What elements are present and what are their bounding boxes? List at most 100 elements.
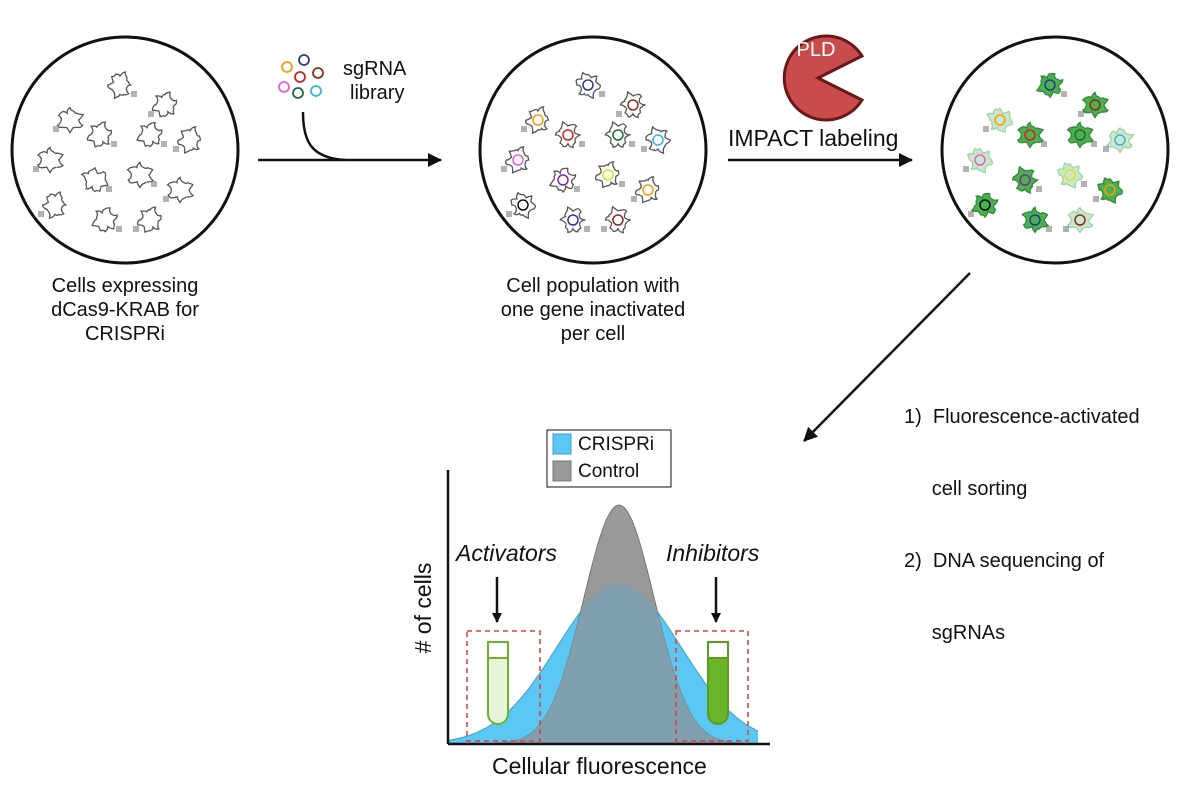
sgrna-marker [1104, 184, 1116, 196]
cell [136, 121, 167, 148]
library-label-line: library [350, 82, 405, 104]
sgrna-dot [294, 71, 306, 83]
step-line: sgRNAs [904, 622, 1006, 644]
cell [38, 191, 67, 220]
legend-label-crispri: CRISPRi [578, 434, 655, 455]
cell [1063, 206, 1095, 234]
sgrna-marker [612, 214, 624, 226]
sgrna-dot [292, 87, 304, 99]
cells-group-1 [33, 71, 202, 234]
library-label: sgRNA library [343, 57, 423, 105]
sgrna-marker [1089, 99, 1101, 111]
cell [554, 120, 585, 149]
activators-tube-icon [487, 641, 509, 725]
library-merge-line [301, 111, 346, 162]
sgrna-marker [1024, 129, 1036, 141]
sgrna-marker [1064, 169, 1076, 181]
sgrna-marker [1019, 174, 1031, 186]
cells-circle [10, 35, 240, 265]
sgrna-marker [1044, 79, 1056, 91]
cells-group-2 [501, 71, 672, 234]
sgrna-dot [310, 85, 322, 97]
sgrna-marker [557, 174, 569, 186]
pld-label: PLD [797, 39, 836, 61]
cell [616, 90, 646, 119]
cell [133, 206, 162, 234]
step-line: 2) DNA sequencing of [904, 550, 1105, 572]
legend-swatch-control [552, 460, 572, 482]
legend-swatch-crispri [552, 433, 572, 455]
series-overlap-area [448, 583, 758, 744]
sgrna-marker [1029, 214, 1041, 226]
library-label-line: sgRNA [343, 58, 407, 80]
sgrna-marker [1114, 134, 1126, 146]
cell [594, 161, 625, 189]
labeled-circle [940, 35, 1170, 265]
fluorescence-chart [446, 429, 770, 746]
sgrna-marker [532, 114, 544, 126]
x-axis-label: Cellular fluorescence [492, 753, 707, 779]
sgrna-library-dots [278, 54, 324, 99]
impact-label: IMPACT labeling [728, 125, 899, 151]
sgrna-marker [642, 184, 654, 196]
cell [641, 125, 672, 155]
cell [1066, 121, 1097, 149]
cell [601, 205, 631, 234]
cell [1021, 206, 1052, 234]
cells-caption: Cells expressing dCas9-KRAB for CRISPRi [20, 274, 230, 346]
sgrna-marker [1074, 129, 1086, 141]
sgrna-marker [567, 214, 579, 226]
sgrna-marker [652, 134, 664, 146]
sgrna-dot [281, 61, 293, 73]
cell [1012, 165, 1042, 194]
cell [33, 146, 64, 174]
sgrna-marker [994, 114, 1006, 126]
cell [963, 147, 993, 174]
population-caption-line: one gene inactivated [500, 299, 686, 321]
cells-group-3 [963, 72, 1134, 234]
cell [80, 166, 112, 193]
sgrna-marker [627, 99, 639, 111]
cell [548, 167, 580, 194]
cell [604, 121, 635, 148]
cell [173, 126, 202, 154]
cell [968, 192, 999, 219]
sgrna-marker [512, 154, 524, 166]
sgrna-marker [517, 199, 529, 211]
legend-label-control: Control [578, 461, 640, 482]
cell [1016, 121, 1047, 149]
y-axis-label: # of cells [410, 562, 436, 654]
cell [631, 176, 660, 204]
cell [983, 107, 1014, 134]
activators-sort-gate [466, 630, 541, 742]
sgrna-dot [312, 67, 324, 79]
population-caption-line: Cell population with [506, 275, 680, 297]
population-circle [478, 35, 708, 265]
step-line: cell sorting [904, 478, 1028, 500]
cell [521, 106, 550, 135]
cells-caption-line: dCas9-KRAB for [51, 299, 199, 321]
cells-caption-line: Cells expressing [51, 275, 199, 297]
cell [163, 176, 195, 204]
cell [506, 191, 536, 220]
cell [501, 146, 530, 174]
cells-caption-line: CRISPRi [84, 323, 165, 345]
cell [53, 106, 85, 134]
sgrna-marker [562, 129, 574, 141]
cell [148, 91, 178, 118]
cell [1093, 176, 1123, 204]
steps-list: 1) Fluorescence-activated cell sorting 2… [904, 357, 1140, 669]
sgrna-marker [602, 169, 614, 181]
population-caption-line: per cell [560, 323, 626, 345]
sgrna-marker [979, 199, 991, 211]
sgrna-marker [612, 129, 624, 141]
cell [575, 71, 605, 100]
sgrna-dot [278, 81, 290, 93]
cell [1035, 72, 1067, 99]
cell [91, 207, 122, 233]
sgrna-dot [298, 54, 310, 66]
cell [1078, 91, 1110, 119]
cell [559, 206, 590, 234]
